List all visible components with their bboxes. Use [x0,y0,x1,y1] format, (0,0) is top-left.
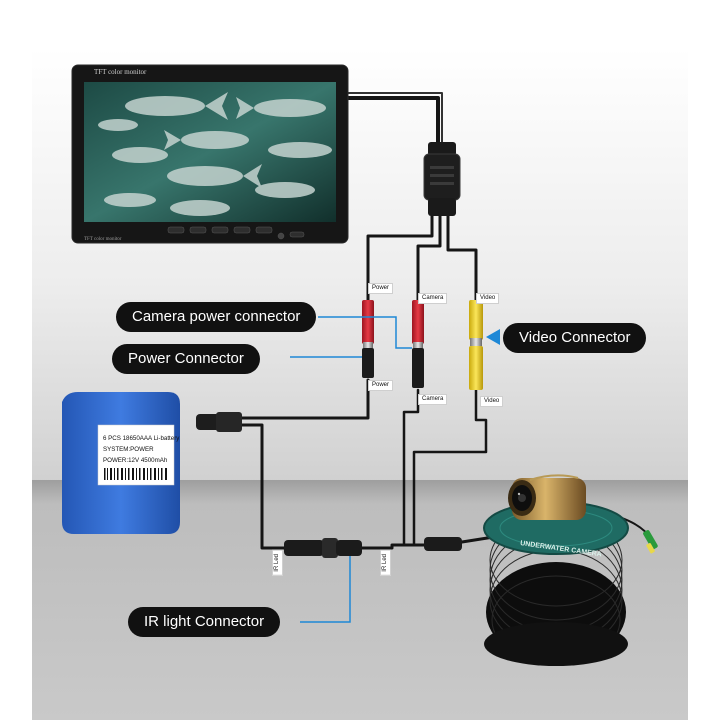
tag-ir-left: IR Led [272,550,283,576]
fish-school [98,92,332,216]
ir-light-connector [284,538,362,558]
monitor-buttons [167,226,305,240]
monitor [71,64,349,244]
monitor-footer-label: TFT color monitor [84,237,122,242]
power-connector [362,300,374,378]
tag-video-bottom: Video [480,396,504,407]
tag-power-top: Power [368,283,394,294]
power-connector-callout: Power Connector [112,344,260,374]
tag-camera-top: Camera [418,293,448,304]
tag-ir-right: IR Led [380,550,391,576]
battery-pack [62,392,242,534]
ir-light-connector-callout: IR light Connector [128,607,281,637]
camera-power-connector-callout: Camera power connector [116,302,317,332]
tag-video-top: Video [476,293,500,304]
tag-camera-bottom: Camera [418,394,448,405]
underwater-camera [508,474,586,520]
camera-reel [483,501,629,666]
cables [238,92,653,550]
video-pointer-arrow [486,329,500,345]
battery-barcode [104,468,167,480]
pointer-lines [290,316,412,623]
battery-label-line2: SYSTEM:POWER [103,446,154,453]
battery-label-line3: POWER:12V 4500mAh [103,457,168,464]
video-connector [469,300,483,390]
cable-splitter [423,142,461,216]
camera-power-connector [412,300,424,388]
battery-label-line1: 6 PCS 18650AAA Li-battery [103,435,180,442]
monitor-brand-label: TFT color monitor [94,68,147,76]
tag-power-bottom: Power [368,380,394,391]
camera-cable-junction [424,537,462,551]
video-connector-callout: Video Connector [503,323,647,353]
camera-lead-end [643,530,658,554]
